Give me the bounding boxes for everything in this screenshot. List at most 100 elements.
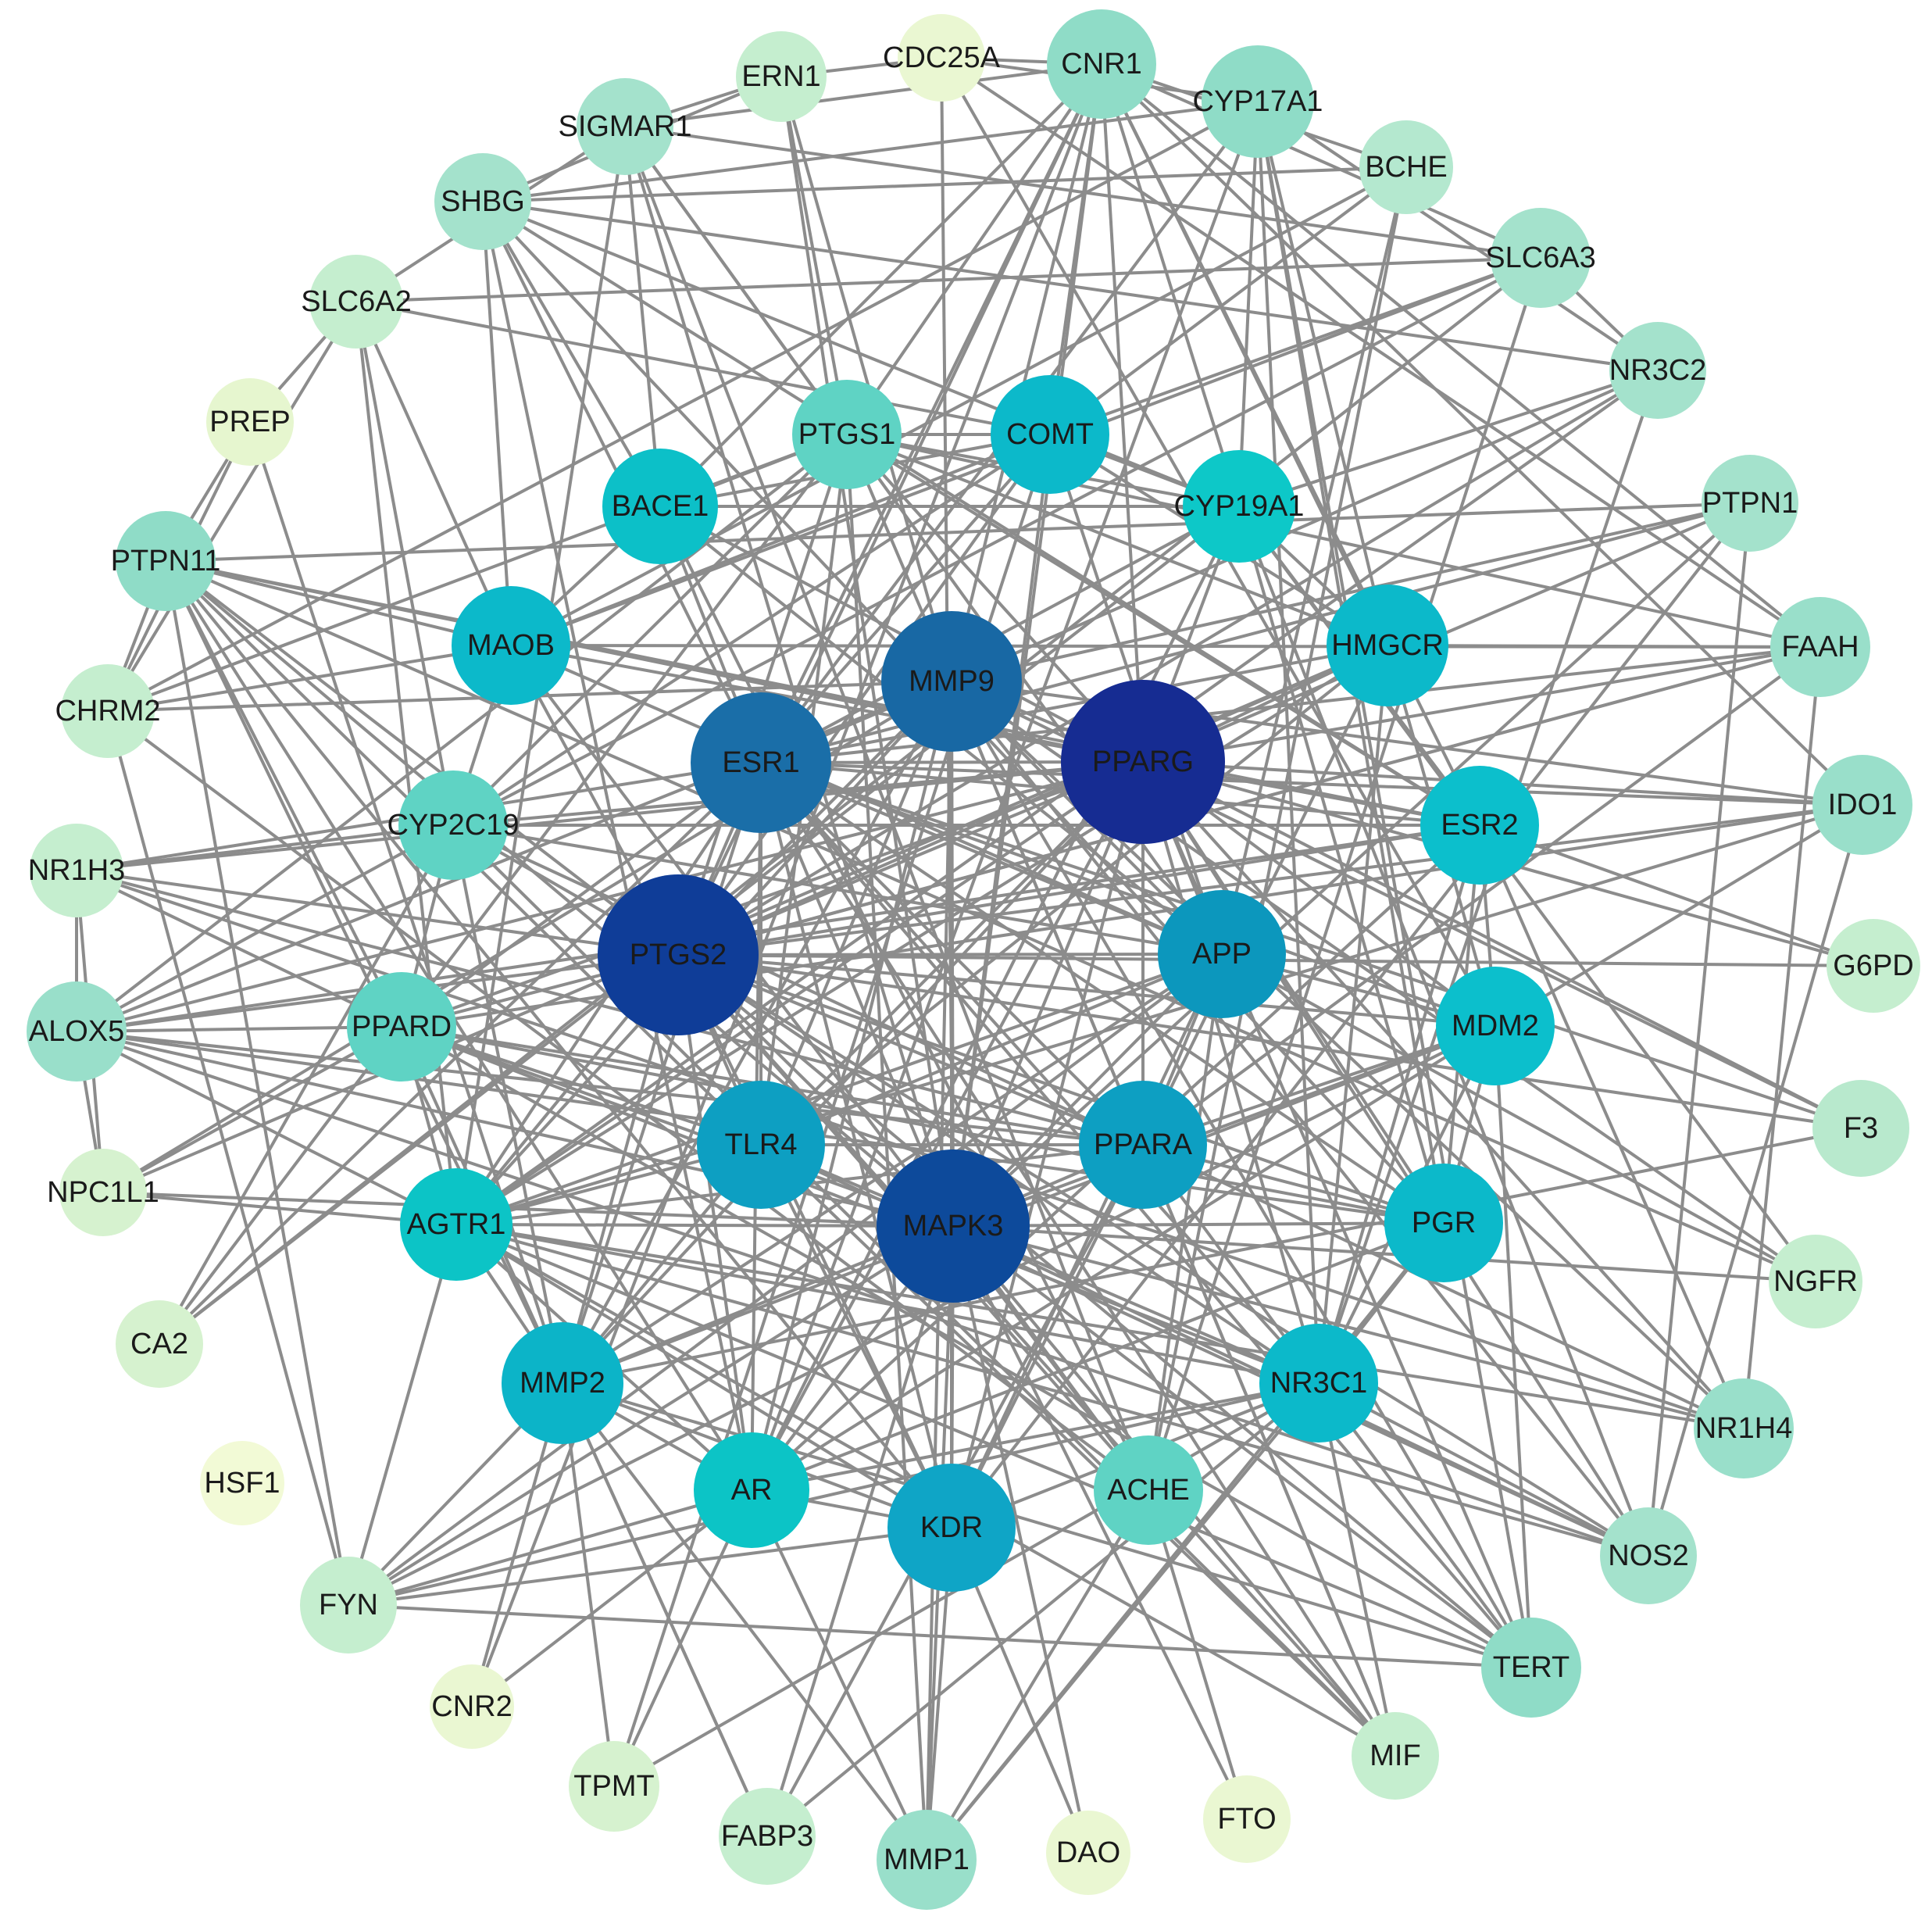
node-circle-faah[interactable] (1770, 597, 1870, 697)
node-mmp2[interactable]: MMP2 (502, 1322, 623, 1444)
node-circle-fto[interactable] (1203, 1775, 1291, 1863)
node-circle-f3[interactable] (1812, 1080, 1909, 1177)
node-shbg[interactable]: SHBG (434, 153, 531, 250)
node-circle-ache[interactable] (1094, 1435, 1203, 1545)
node-circle-hmgcr[interactable] (1327, 585, 1448, 706)
node-circle-ca2[interactable] (116, 1300, 203, 1388)
node-circle-slc6a3[interactable] (1491, 208, 1591, 308)
node-slc6a2[interactable]: SLC6A2 (301, 255, 412, 349)
node-circle-ppara[interactable] (1079, 1081, 1207, 1209)
node-circle-tpmt[interactable] (569, 1741, 659, 1832)
node-circle-mmp9[interactable] (881, 611, 1022, 752)
node-circle-mmp2[interactable] (502, 1322, 623, 1444)
node-circle-cnr1[interactable] (1047, 9, 1156, 119)
node-circle-agtr1[interactable] (400, 1168, 512, 1281)
node-agtr1[interactable]: AGTR1 (400, 1168, 512, 1281)
node-circle-maob[interactable] (452, 586, 570, 705)
node-circle-dao[interactable] (1046, 1811, 1130, 1895)
node-circle-tlr4[interactable] (697, 1081, 825, 1209)
node-circle-fabp3[interactable] (719, 1788, 816, 1885)
node-circle-ar[interactable] (694, 1432, 809, 1548)
node-circle-cyp2c19[interactable] (398, 770, 508, 880)
node-circle-npc1l1[interactable] (59, 1149, 147, 1236)
node-cyp2c19[interactable]: CYP2C19 (387, 770, 520, 880)
node-circle-bace1[interactable] (602, 449, 718, 564)
node-ngfr[interactable]: NGFR (1769, 1235, 1862, 1328)
node-circle-ptpn1[interactable] (1702, 455, 1798, 552)
node-tpmt[interactable]: TPMT (569, 1741, 659, 1832)
node-mmp1[interactable]: MMP1 (877, 1810, 977, 1910)
node-esr1[interactable]: ESR1 (691, 692, 831, 833)
node-ptgs1[interactable]: PTGS1 (792, 380, 902, 489)
node-circle-bche[interactable] (1359, 120, 1453, 214)
node-esr2[interactable]: ESR2 (1420, 766, 1539, 885)
node-circle-ngfr[interactable] (1769, 1235, 1862, 1328)
node-maob[interactable]: MAOB (452, 586, 570, 705)
node-circle-ido1[interactable] (1812, 755, 1912, 855)
node-mif[interactable]: MIF (1352, 1712, 1439, 1800)
node-bace1[interactable]: BACE1 (602, 449, 718, 564)
node-circle-mif[interactable] (1352, 1712, 1439, 1800)
node-dao[interactable]: DAO (1046, 1811, 1130, 1895)
node-nr3c2[interactable]: NR3C2 (1609, 322, 1707, 419)
node-circle-nr3c2[interactable] (1609, 322, 1706, 419)
node-circle-ptgs1[interactable] (792, 380, 902, 489)
node-prep[interactable]: PREP (206, 378, 294, 466)
node-nr1h4[interactable]: NR1H4 (1694, 1378, 1794, 1478)
node-circle-nr3c1[interactable] (1259, 1324, 1378, 1443)
node-circle-tert[interactable] (1481, 1618, 1581, 1718)
node-nr1h3[interactable]: NR1H3 (28, 824, 126, 917)
node-circle-cyp19a1[interactable] (1183, 450, 1295, 563)
node-alox5[interactable]: ALOX5 (27, 981, 127, 1081)
node-circle-prep[interactable] (206, 378, 294, 466)
node-npc1l1[interactable]: NPC1L1 (47, 1149, 159, 1236)
node-mapk3[interactable]: MAPK3 (877, 1149, 1030, 1303)
node-ppara[interactable]: PPARA (1079, 1081, 1207, 1209)
node-slc6a3[interactable]: SLC6A3 (1485, 208, 1596, 308)
node-circle-sigmar1[interactable] (577, 78, 673, 175)
node-f3[interactable]: F3 (1812, 1080, 1909, 1177)
node-app[interactable]: APP (1158, 890, 1286, 1018)
node-circle-mapk3[interactable] (877, 1149, 1030, 1303)
node-circle-mmp1[interactable] (877, 1810, 977, 1910)
node-circle-app[interactable] (1158, 890, 1286, 1018)
node-mdm2[interactable]: MDM2 (1436, 967, 1555, 1085)
node-ache[interactable]: ACHE (1094, 1435, 1203, 1545)
node-fyn[interactable]: FYN (300, 1557, 397, 1654)
node-g6pd[interactable]: G6PD (1827, 919, 1920, 1013)
node-circle-pgr[interactable] (1384, 1164, 1503, 1282)
node-circle-g6pd[interactable] (1827, 919, 1920, 1013)
node-circle-mdm2[interactable] (1436, 967, 1555, 1085)
node-hsf1[interactable]: HSF1 (200, 1441, 284, 1525)
node-cyp17a1[interactable]: CYP17A1 (1193, 45, 1323, 158)
node-circle-cdc25a[interactable] (898, 14, 985, 102)
node-circle-kdr[interactable] (887, 1464, 1016, 1592)
node-circle-fyn[interactable] (300, 1557, 397, 1654)
node-cnr2[interactable]: CNR2 (430, 1664, 514, 1749)
node-ptpn11[interactable]: PTPN11 (111, 511, 221, 611)
node-tlr4[interactable]: TLR4 (697, 1081, 825, 1209)
node-ern1[interactable]: ERN1 (736, 31, 827, 122)
node-circle-comt[interactable] (991, 375, 1109, 494)
node-ptgs2[interactable]: PTGS2 (598, 874, 759, 1035)
node-sigmar1[interactable]: SIGMAR1 (558, 78, 692, 175)
node-cnr1[interactable]: CNR1 (1047, 9, 1156, 119)
node-ptpn1[interactable]: PTPN1 (1702, 455, 1798, 552)
node-circle-ern1[interactable] (736, 31, 827, 122)
node-ppard[interactable]: PPARD (347, 972, 456, 1081)
node-circle-slc6a2[interactable] (309, 255, 403, 349)
node-comt[interactable]: COMT (991, 375, 1109, 494)
node-cyp19a1[interactable]: CYP19A1 (1174, 450, 1305, 563)
node-fabp3[interactable]: FABP3 (719, 1788, 816, 1885)
node-circle-nr1h3[interactable] (30, 824, 123, 917)
node-chrm2[interactable]: CHRM2 (55, 664, 161, 758)
node-ar[interactable]: AR (694, 1432, 809, 1548)
node-circle-nr1h4[interactable] (1694, 1378, 1794, 1478)
node-circle-chrm2[interactable] (61, 664, 155, 758)
node-circle-alox5[interactable] (27, 981, 127, 1081)
node-circle-cyp17a1[interactable] (1202, 45, 1314, 158)
node-mmp9[interactable]: MMP9 (881, 611, 1022, 752)
node-nos2[interactable]: NOS2 (1600, 1507, 1697, 1604)
node-circle-nos2[interactable] (1600, 1507, 1697, 1604)
node-fto[interactable]: FTO (1203, 1775, 1291, 1863)
